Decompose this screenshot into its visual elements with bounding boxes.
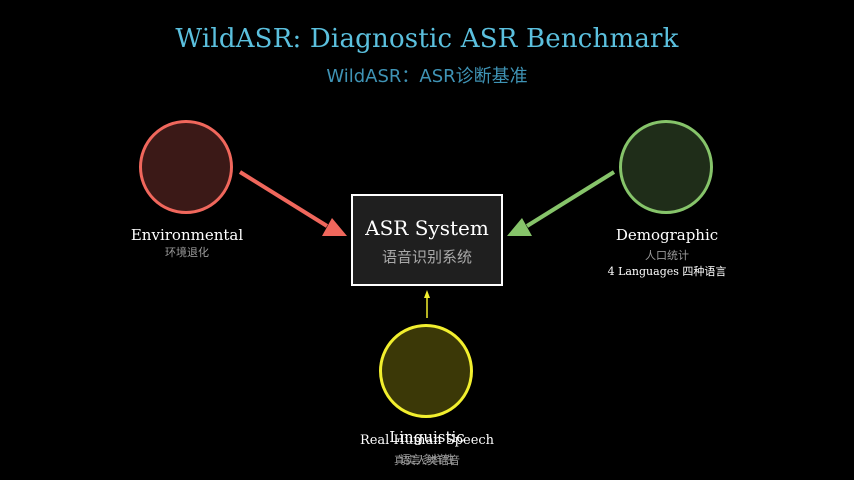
arrowhead-demographic <box>507 218 532 236</box>
asr-system-subtitle: 语音识别系统 <box>381 248 472 266</box>
real-human-speech-sublabel: 真实人类语音 <box>394 454 460 467</box>
demographic-node-circle <box>619 120 713 214</box>
demographic-languages-label: 4 Languages 四种语言 <box>607 265 727 278</box>
asr-system-box: ASR System 语音识别系统 <box>351 194 503 286</box>
arrow-demographic <box>525 170 616 228</box>
diagram-title: WildASR: Diagnostic ASR Benchmark <box>175 24 679 54</box>
arrow-environmental <box>238 170 329 228</box>
arrowhead-linguistic <box>424 290 430 298</box>
linguistic-label: Linguistic <box>389 428 465 446</box>
arrowhead-environmental <box>322 218 347 236</box>
environmental-node-circle <box>139 120 233 214</box>
real-human-speech-label: Real Human Speech <box>359 433 495 448</box>
demographic-sublabel: 人口统计 <box>645 249 689 262</box>
linguistic-sublabel: 语言多样性 <box>399 453 455 466</box>
diagram-subtitle: WildASR：ASR诊断基准 <box>326 66 528 87</box>
environmental-label: Environmental <box>130 226 244 244</box>
linguistic-node-circle <box>379 324 473 418</box>
environmental-sublabel: 环境退化 <box>165 246 209 259</box>
demographic-label: Demographic <box>615 226 719 244</box>
asr-system-title: ASR System <box>365 216 489 240</box>
